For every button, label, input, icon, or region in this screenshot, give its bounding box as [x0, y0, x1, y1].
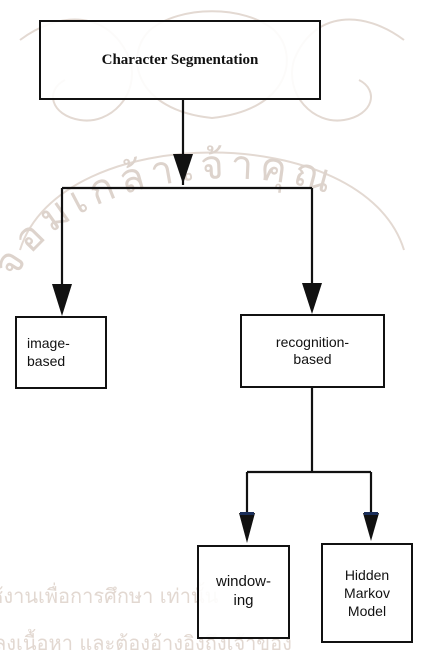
node-windowing-label: window- ing [215, 573, 272, 609]
arrowhead-image-based [52, 284, 72, 316]
node-recognition-based-label: recognition- based [275, 333, 350, 368]
node-character-segmentation-label: Character Segmentation [101, 51, 259, 68]
node-hidden-markov-model-label: Hidden Markov Model [344, 566, 390, 620]
node-windowing: window- ing [197, 545, 290, 639]
node-image-based-label: image- based [27, 335, 70, 369]
arrowhead-root [173, 154, 193, 184]
node-image-based: image- based [15, 316, 107, 389]
node-character-segmentation: Character Segmentation [39, 20, 321, 100]
arrowhead-windowing [239, 513, 255, 543]
arrowhead-recognition-based [302, 283, 322, 314]
arrow-tip-mark-windowing [240, 512, 254, 515]
arrow-tip-mark-hmm [364, 512, 378, 515]
node-recognition-based: recognition- based [240, 314, 385, 388]
node-hidden-markov-model: Hidden Markov Model [321, 543, 413, 643]
arrowhead-hmm [363, 513, 379, 541]
